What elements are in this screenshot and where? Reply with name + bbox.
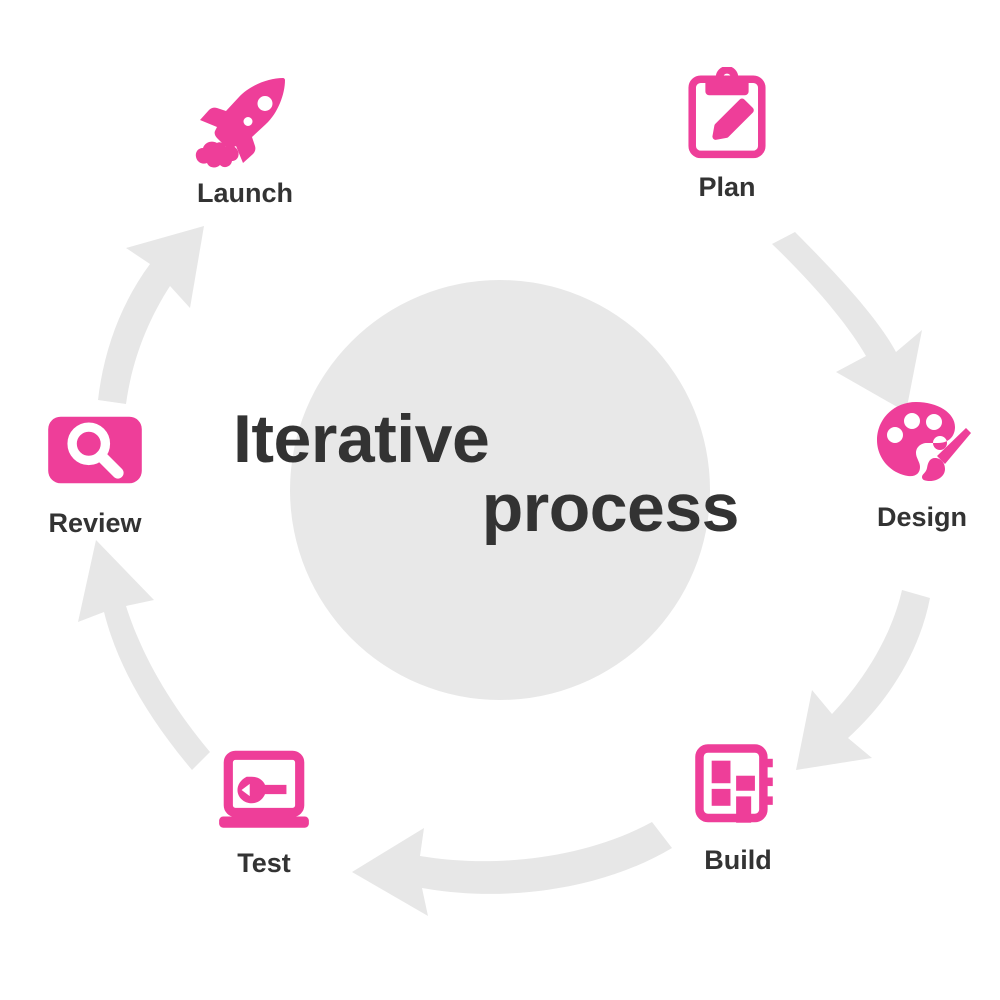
cycle-node-label: Design [876,502,968,532]
center-title: Iterative process [215,401,785,547]
cycle-node-launch[interactable]: Launch [155,68,335,209]
cycle-node-design[interactable]: Design [832,392,1000,533]
microchip-icon [686,735,790,839]
cycle-node-review[interactable]: Review [5,398,185,539]
laptop-wrench-icon [212,738,316,842]
arrow-design-to-build [796,590,930,770]
paint-palette-brush-icon [870,392,974,496]
cycle-node-label: Test [237,848,291,878]
cycle-node-label: Plan [698,172,756,202]
cycle-node-label: Launch [196,178,293,208]
magnifier-badge-icon [43,398,147,502]
cycle-node-test[interactable]: Test [174,738,354,879]
cycle-node-build[interactable]: Build [648,735,828,876]
cycle-node-plan[interactable]: Plan [637,62,817,203]
arrow-review-to-launch [98,226,204,404]
arrow-plan-to-design [772,232,922,412]
clipboard-pencil-icon [675,62,779,166]
cycle-node-label: Review [48,508,142,538]
center-title-line-2: process [481,470,740,547]
rocket-icon [193,68,297,172]
center-title-line-1: Iterative [233,401,490,477]
arrow-build-to-test [352,822,672,916]
center-circle [290,280,710,700]
cycle-node-label: Build [704,845,772,875]
arrow-test-to-review [78,540,210,770]
